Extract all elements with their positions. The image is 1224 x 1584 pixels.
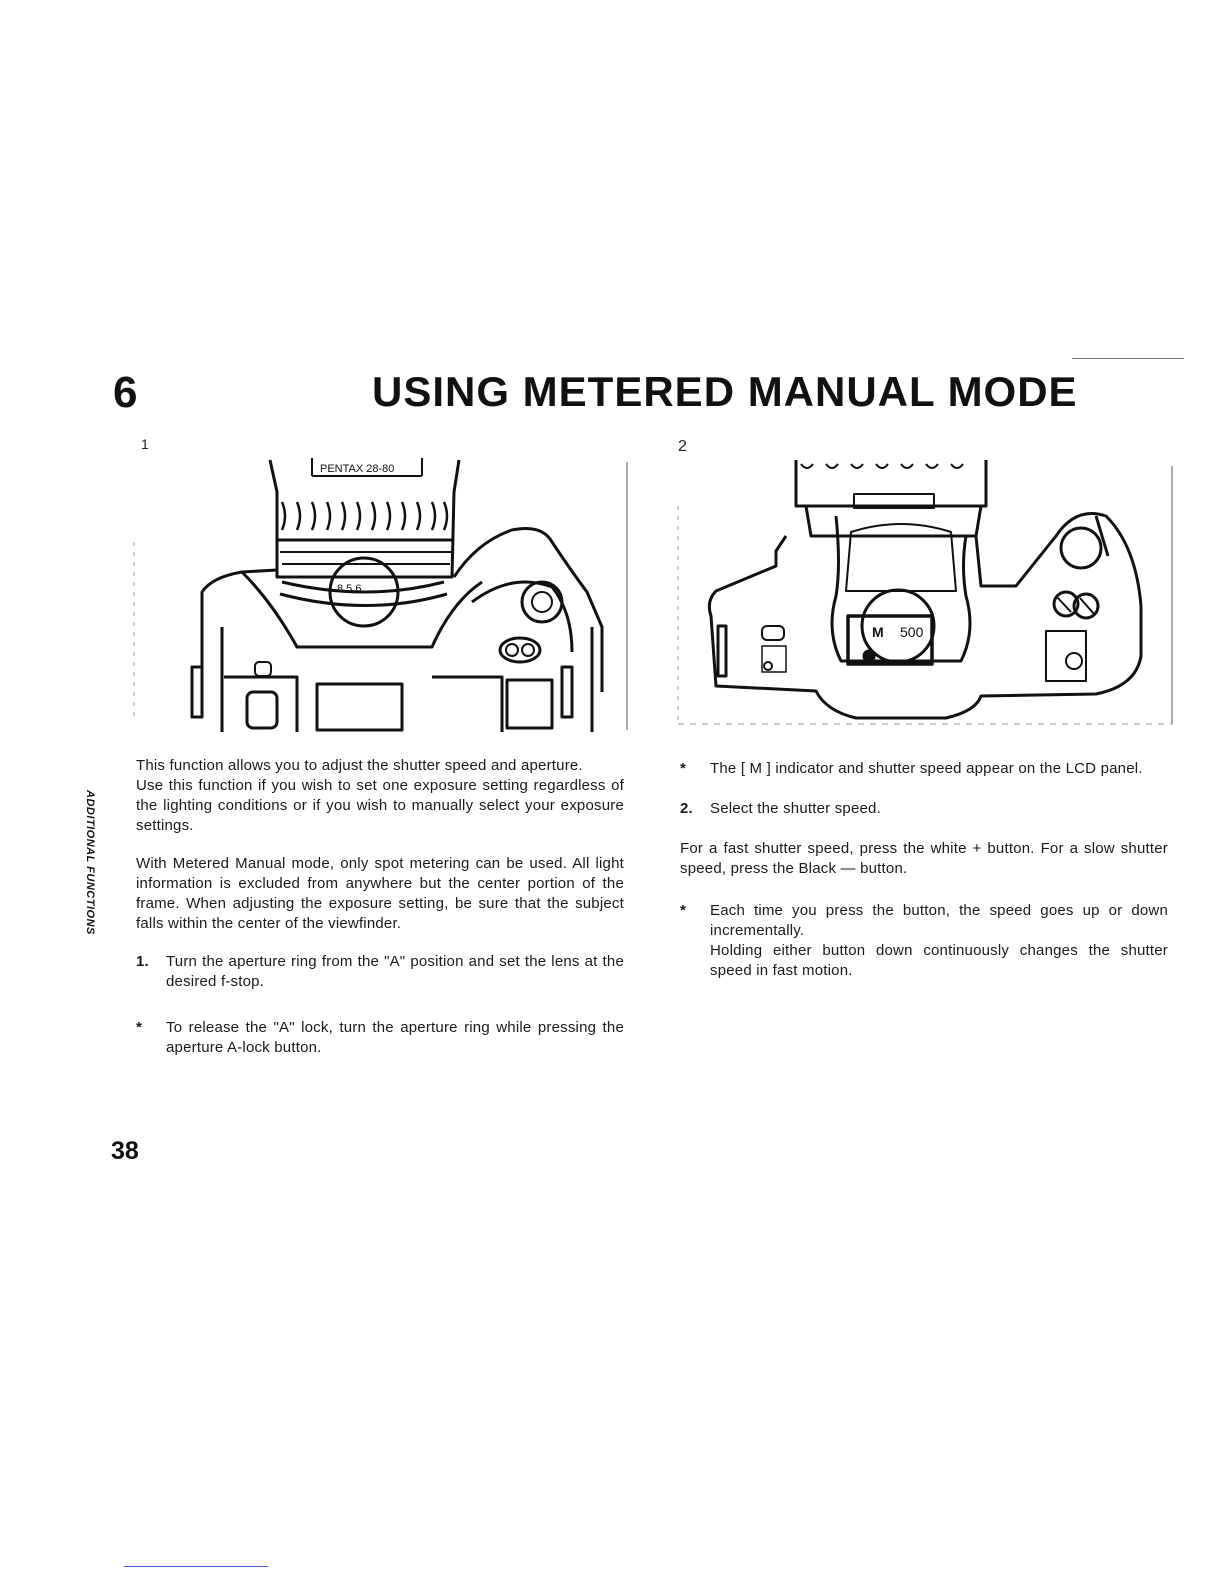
note-lcd-text: The [ M ] indicator and shutter speed ap… xyxy=(710,760,1143,777)
chapter-number: 6 xyxy=(113,368,138,417)
svg-text:PENTAX 28-80: PENTAX 28-80 xyxy=(320,463,394,475)
step-1-text: Turn the aperture ring from the "A" posi… xyxy=(166,953,624,990)
step-2-marker: 2. xyxy=(680,800,693,817)
svg-text:M: M xyxy=(872,624,884,640)
step-2-text: Select the shutter speed. xyxy=(710,800,881,817)
note-hold-text: Holding either button down continuously … xyxy=(710,942,1168,979)
side-tab-section: ADDITIONAL FUNCTIONS xyxy=(84,790,108,935)
svg-text:500: 500 xyxy=(900,624,924,640)
note-lcd-marker: * xyxy=(680,760,687,777)
page-title: USING METERED MANUAL MODE xyxy=(372,368,1078,415)
svg-text:8 5.6: 8 5.6 xyxy=(337,583,361,595)
figure-2-label: 2 xyxy=(678,438,687,455)
bottom-rule xyxy=(124,1566,268,1567)
figure-2-camera-top: M 500 xyxy=(676,456,1174,726)
figure-1-camera-lens: PENTAX 28-80 8 5.6 xyxy=(132,452,628,734)
note-a-lock-text: To release the "A" lock, turn the apertu… xyxy=(166,1019,624,1056)
right-column: * The [ M ] indicator and shutter speed … xyxy=(680,759,1168,981)
note-a-lock: * To release the "A" lock, turn the aper… xyxy=(136,1018,624,1058)
step-1-marker: 1. xyxy=(136,953,149,970)
intro-paragraph: This function allows you to adjust the s… xyxy=(136,757,583,774)
note-a-lock-marker: * xyxy=(136,1019,143,1036)
camera-lens-illustration: PENTAX 28-80 8 5.6 xyxy=(133,458,628,732)
step-2: 2. Select the shutter speed. xyxy=(680,799,1168,819)
figure-1-label: 1 xyxy=(141,436,149,452)
note-increment-marker: * xyxy=(680,902,687,919)
note-increment-text: Each time you press the button, the spee… xyxy=(710,902,1168,939)
left-column: This function allows you to adjust the s… xyxy=(136,756,624,1058)
spot-metering-paragraph: With Metered Manual mode, only spot mete… xyxy=(136,855,624,932)
step-1: 1. Turn the aperture ring from the "A" p… xyxy=(136,952,624,992)
note-increment: * Each time you press the button, the sp… xyxy=(680,901,1168,981)
header-rule xyxy=(1072,358,1184,359)
shutter-speed-paragraph: For a fast shutter speed, press the whit… xyxy=(680,840,1168,877)
note-increment-text-block: Each time you press the button, the spee… xyxy=(710,901,1168,981)
side-tab-label: ADDITIONAL FUNCTIONS xyxy=(84,790,96,935)
usage-paragraph: Use this function if you wish to set one… xyxy=(136,777,624,834)
camera-top-illustration: M 500 xyxy=(677,460,1173,725)
note-lcd: * The [ M ] indicator and shutter speed … xyxy=(680,759,1168,779)
page-number: 38 xyxy=(111,1137,139,1165)
